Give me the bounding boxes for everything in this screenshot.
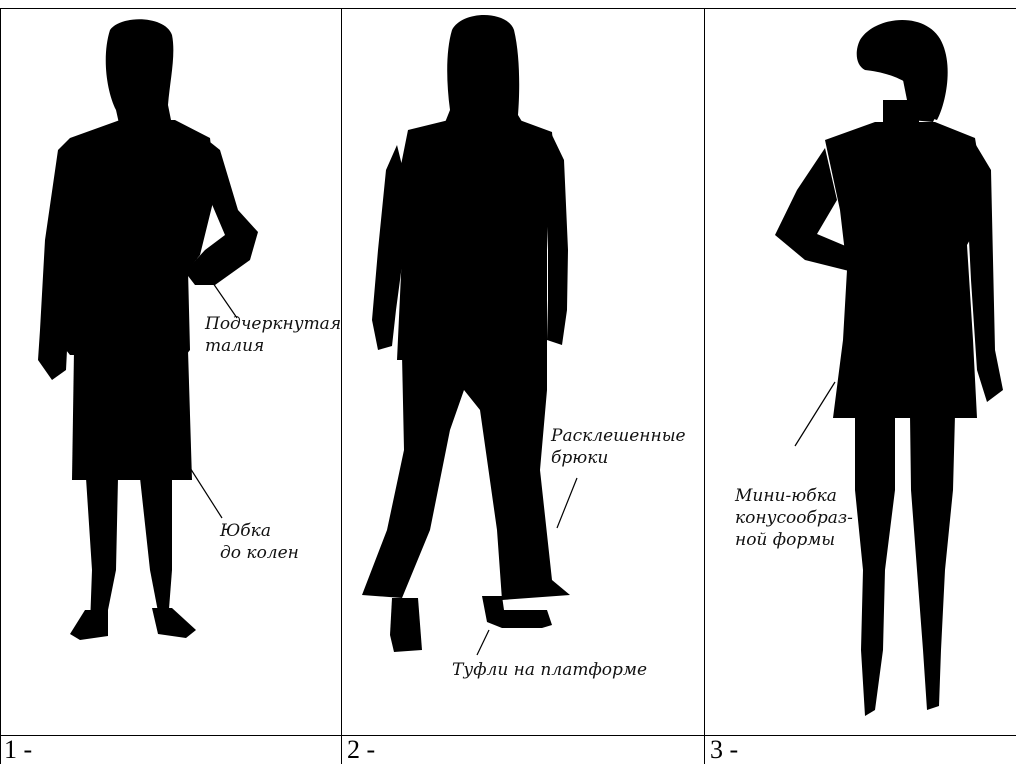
table-row-divider [0,735,1016,736]
table-column-divider-2 [704,8,705,764]
table-left-border [0,8,1,764]
annotation-flared-trousers: Расклешенные брюки [551,426,686,468]
silhouette-suit-figure [38,19,258,640]
panel-label-3: 3 - [710,735,739,764]
annotation-knee-length-skirt: Юбка до колен [220,521,299,563]
silhouette-flared-trousers-figure [362,15,578,656]
panel-label-1: 1 - [4,735,33,764]
annotation-emphasized-waist: Подчеркнутая талия [205,314,342,356]
annotation-cone-mini-skirt: Мини-юбка конусообраз- ной формы [735,486,853,550]
table-top-border [0,8,1016,9]
annotation-platform-shoes: Туфли на платформе [452,660,648,680]
silhouette-mini-skirt-figure [775,20,1003,716]
panel-label-2: 2 - [347,735,376,764]
table-column-divider-1 [341,8,342,764]
